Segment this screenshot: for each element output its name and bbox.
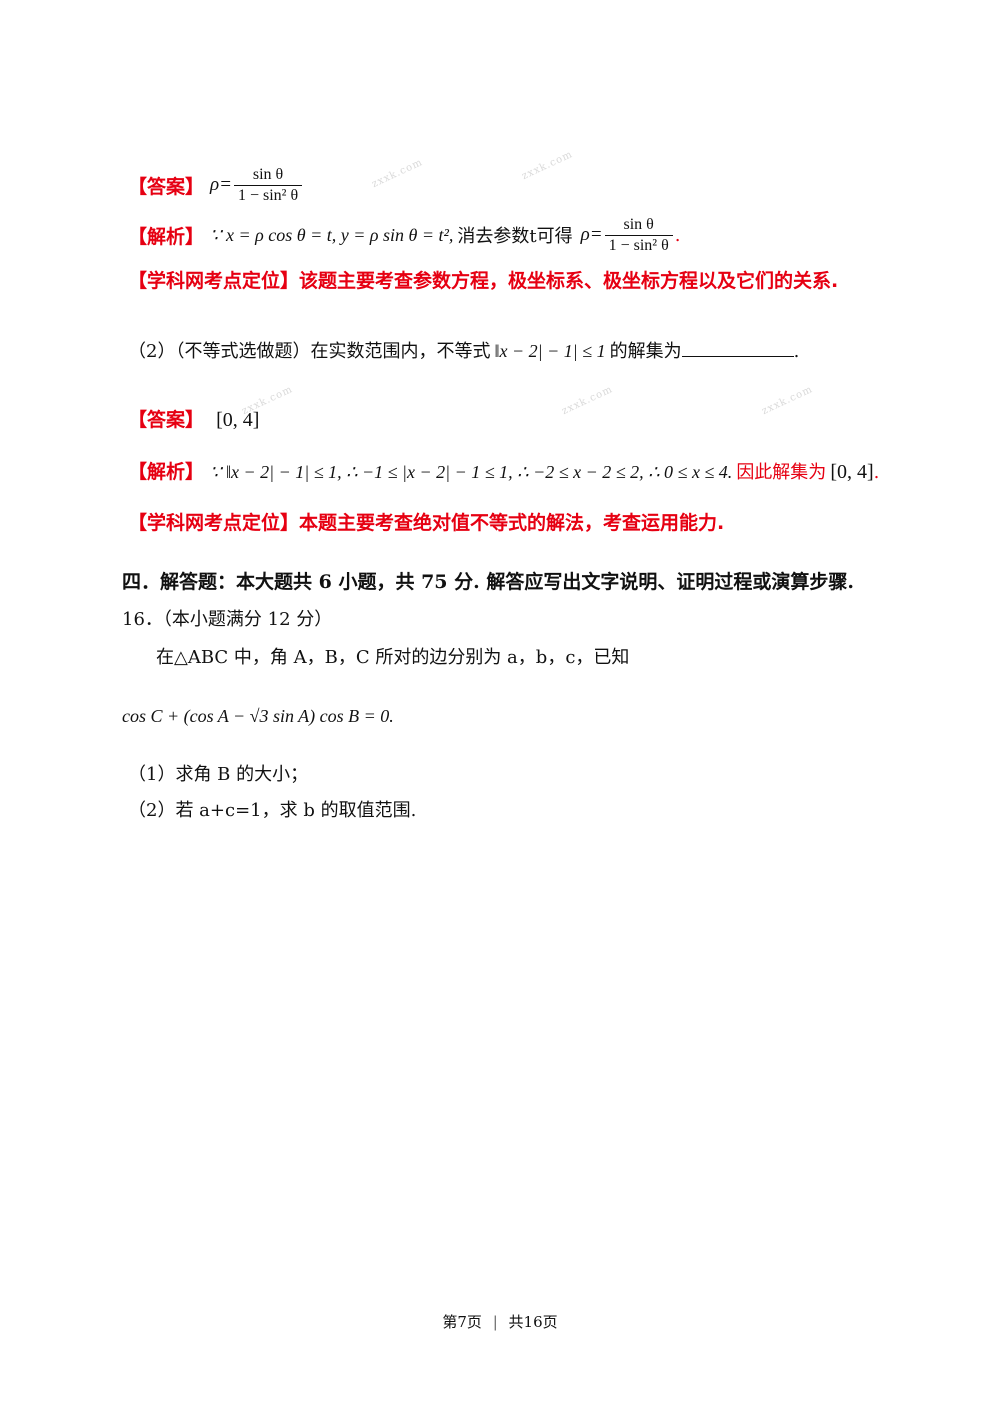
- fraction-denominator: 1 − sin² θ: [237, 186, 299, 204]
- analysis-expression: ∵ x = ρ cos θ = t, y = ρ sin θ = t²,: [210, 224, 454, 245]
- footer-page-number: 第7页: [442, 1313, 482, 1331]
- watermark: zxxk.com: [760, 383, 815, 418]
- q16-part2: （2）若 a+c=1，求 b 的取值范围.: [128, 800, 417, 821]
- watermark: zxxk.com: [370, 156, 425, 191]
- fraction-numerator: sin θ: [233, 166, 303, 186]
- q2-prompt-period: .: [793, 341, 800, 362]
- prev-knowledge-point: 【学科网考点定位】该题主要考查参数方程，极坐标系、极坐标方程以及它们的关系.: [128, 266, 838, 293]
- q2-prompt: （2）（不等式选做题）在实数范围内，不等式 ‖x − 2| − 1| ≤ 1 的…: [128, 337, 799, 363]
- answer-fraction: sin θ 1 − sin² θ: [233, 166, 303, 205]
- knowledge-point-text: 该题主要考查参数方程，极坐标系、极坐标方程以及它们的关系.: [299, 270, 839, 292]
- analysis-period: .: [674, 224, 681, 246]
- q2-prompt-end: 的解集为: [609, 341, 682, 362]
- section-heading: 四．解答题：本大题共 6 小题，共 75 分. 解答应写出文字说明、证明过程或演…: [122, 571, 854, 593]
- q2-answer-line: 【答案】 [0, 4]: [128, 405, 259, 432]
- watermark: zxxk.com: [560, 383, 615, 418]
- analysis-fraction: sin θ 1 − sin² θ: [604, 216, 673, 255]
- analysis-text: 消去参数t可得: [457, 226, 573, 247]
- knowledge-point-tag: 【学科网考点定位】: [128, 270, 300, 292]
- q2-analysis-text: 因此解集为: [736, 462, 827, 483]
- footer-separator: |: [492, 1313, 498, 1331]
- answer-tag: 【答案】: [128, 409, 205, 431]
- answer-lhs: ρ=: [210, 174, 232, 195]
- analysis-tag: 【解析】: [128, 225, 205, 248]
- knowledge-point-text: 本题主要考查绝对值不等式的解法，考查运用能力.: [299, 512, 725, 534]
- fraction-denominator: 1 − sin² θ: [608, 236, 669, 254]
- q2-answer-value: [0, 4]: [216, 409, 260, 431]
- q2-analysis-period: .: [873, 462, 880, 483]
- footer-total-pages: 共16页: [508, 1313, 558, 1331]
- fraction-numerator: sin θ: [604, 216, 673, 236]
- prev-analysis-line: 【解析】 ∵ x = ρ cos θ = t, y = ρ sin θ = t²…: [128, 210, 680, 260]
- q2-analysis-value: [0, 4]: [830, 461, 874, 483]
- answer-blank: [681, 340, 794, 357]
- prev-answer-line: 【答案】 ρ= sin θ 1 − sin² θ: [128, 160, 304, 210]
- q16-stem: 在△ABC 中，角 A，B，C 所对的边分别为 a，b，c，已知: [156, 647, 630, 668]
- q16-part1: （1）求角 B 的大小；: [128, 764, 309, 785]
- q2-prompt-start: （2）（不等式选做题）在实数范围内，不等式: [128, 341, 491, 362]
- answer-tag: 【答案】: [128, 175, 205, 198]
- analysis-lhs: ρ=: [580, 224, 603, 245]
- watermark: zxxk.com: [520, 148, 575, 183]
- q2-analysis-expression: ∵ ‖x − 2| − 1| ≤ 1, ∴ −1 ≤ |x − 2| − 1 ≤…: [210, 462, 733, 482]
- q2-analysis-line: 【解析】 ∵ ‖x − 2| − 1| ≤ 1, ∴ −1 ≤ |x − 2| …: [128, 457, 879, 484]
- q2-knowledge-point: 【学科网考点定位】本题主要考查绝对值不等式的解法，考查运用能力.: [128, 508, 724, 535]
- q2-inequality: ‖x − 2| − 1| ≤ 1: [494, 341, 606, 361]
- analysis-tag: 【解析】: [128, 461, 205, 483]
- q16-equation: cos C + (cos A − √3 sin A) cos B = 0.: [122, 706, 394, 726]
- knowledge-point-tag: 【学科网考点定位】: [128, 512, 300, 534]
- q16-title: 16．（本小题满分 12 分）: [122, 609, 333, 630]
- page-footer: 第7页 | 共16页: [0, 1311, 1000, 1332]
